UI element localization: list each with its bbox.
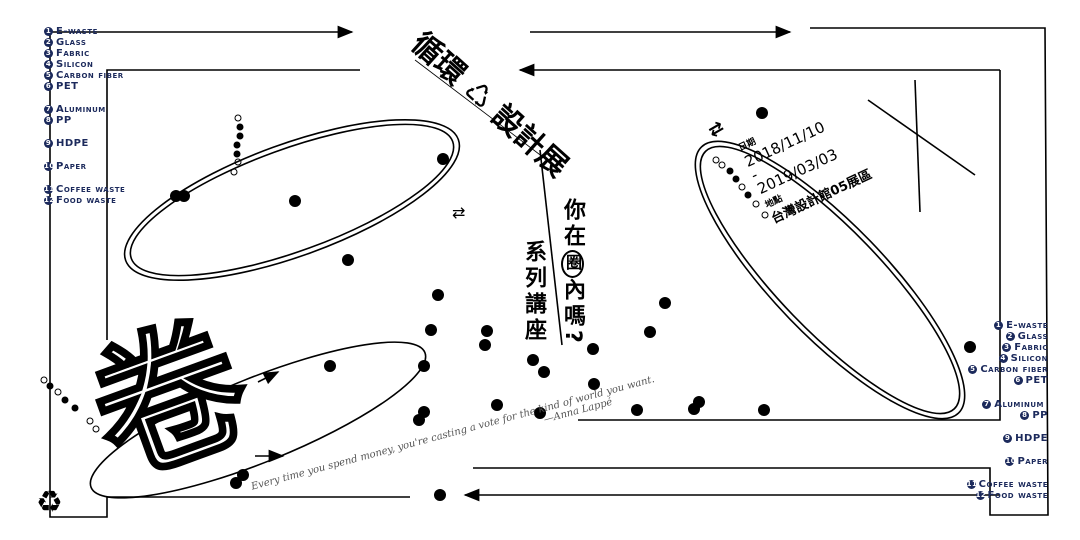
swap-arrows-icon: ⇄	[704, 116, 728, 142]
lecture-series: 系列講座	[521, 240, 546, 344]
legend-item: 11Coffee waste	[966, 479, 1048, 490]
legend-item: 11Coffee waste	[44, 184, 126, 195]
question-text: 你在圈內嗎?	[560, 198, 585, 347]
orbit-right	[694, 140, 966, 420]
moon-phase-dots	[40, 114, 769, 433]
cycle-arrows-icon: ⇄	[452, 203, 465, 222]
orbit-left	[123, 118, 461, 282]
legend-item: 10Paper	[44, 161, 87, 172]
orbit-bottom	[89, 341, 427, 499]
legend-item: 12Food waste	[975, 490, 1048, 501]
inner-right-frame	[578, 70, 1001, 421]
dots	[170, 107, 976, 501]
circle-char: 圈	[561, 250, 584, 278]
frame-line-left	[49, 32, 410, 518]
legend-item: 10Paper	[1005, 456, 1048, 467]
legend-item: 12Food waste	[44, 195, 117, 206]
frame-line-inner	[106, 69, 360, 340]
recycle-icon: ♻	[36, 485, 63, 520]
frame-line-right	[473, 27, 1049, 516]
x-mark	[867, 99, 976, 176]
